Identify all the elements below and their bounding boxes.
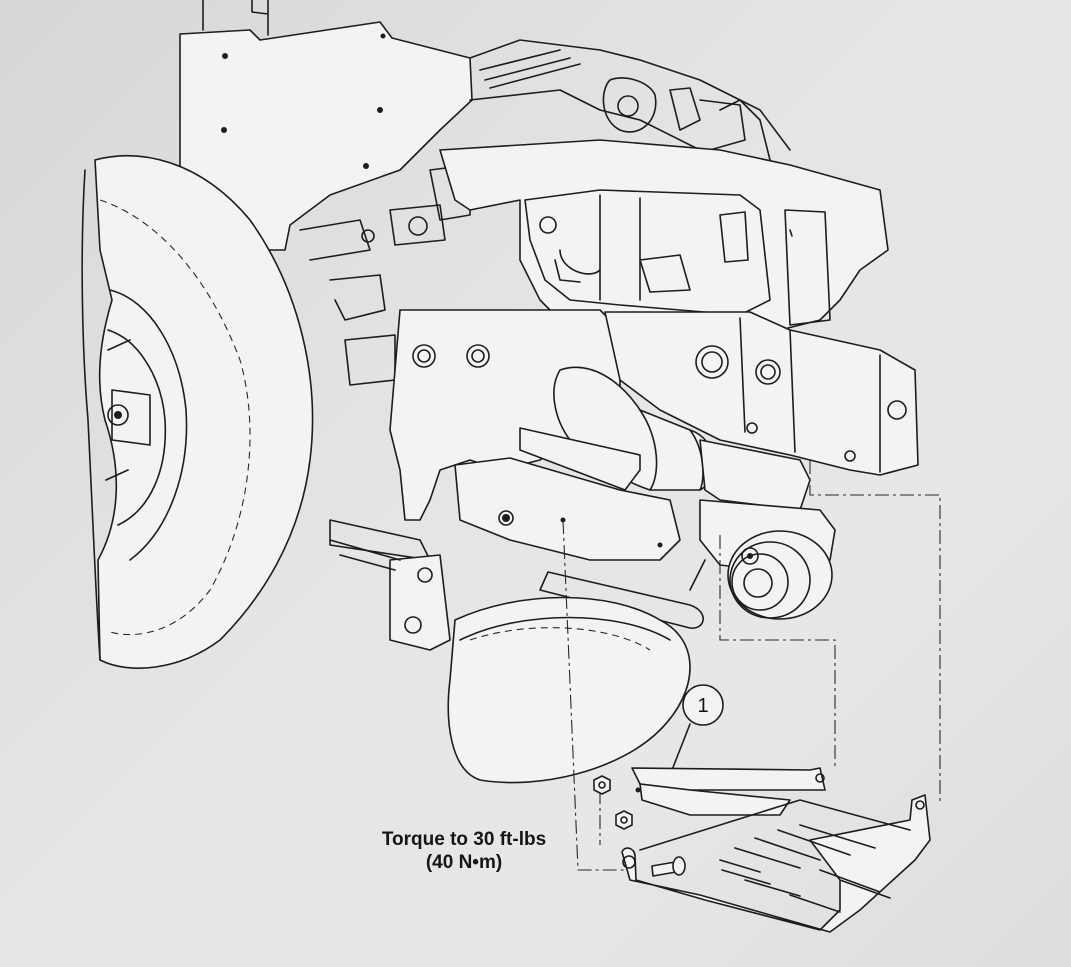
carriage-bolt	[651, 856, 686, 877]
pivot-bracket	[604, 311, 919, 476]
hex-nut	[593, 775, 611, 795]
splash-guard	[454, 427, 681, 561]
tie-bar	[329, 519, 451, 651]
callout-1: 1	[671, 684, 724, 771]
caster-wheel	[699, 499, 836, 620]
callout-number: 1	[697, 695, 708, 717]
left-tire	[81, 155, 314, 669]
top-post	[202, 0, 269, 36]
torque-note: Torque to 30 ft-lbs (40 N•m)	[356, 828, 572, 874]
front-tire	[447, 596, 691, 784]
engine-block	[299, 39, 791, 386]
torque-note-line-2: (40 N•m)	[425, 852, 503, 873]
latch-rod	[539, 559, 706, 629]
torque-note-line-1: Torque to 30 ft-lbs	[381, 829, 547, 850]
alignment-lines	[562, 460, 941, 871]
step-bracket-part	[621, 767, 931, 933]
front-frame	[439, 139, 889, 331]
fasteners	[593, 775, 686, 877]
hex-nut	[615, 810, 633, 830]
